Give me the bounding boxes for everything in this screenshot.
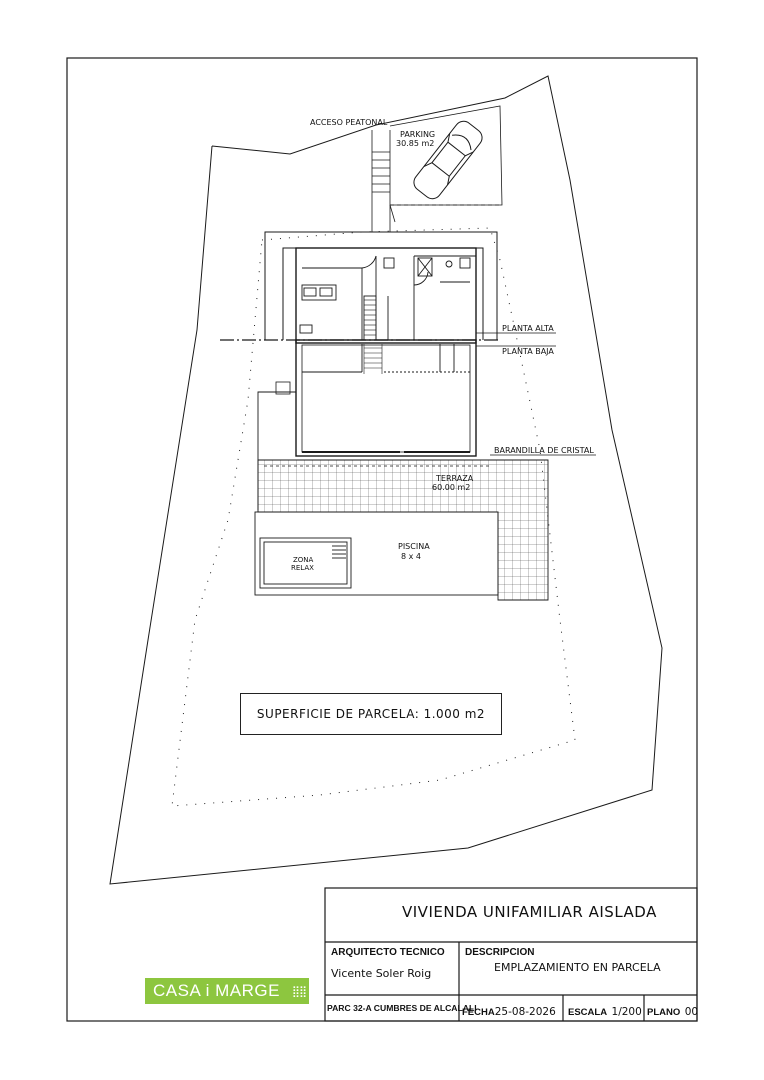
terrace: [257, 459, 549, 601]
plan-label: PLANO: [647, 1007, 681, 1018]
label-piscina-size: 8 x 4: [401, 552, 421, 561]
project-title: VIVIENDA UNIFAMILIAR AISLADA: [402, 903, 657, 921]
parcel-area-text: SUPERFICIE DE PARCELA: 1.000 m2: [256, 707, 486, 721]
parcel-reference: PARC 32-A CUMBRES DE ALCALALI: [327, 1003, 477, 1013]
parcel-area-box: SUPERFICIE DE PARCELA: 1.000 m2: [240, 693, 502, 735]
label-planta-alta: PLANTA ALTA: [502, 324, 554, 333]
scale-cell: ESCALA 1/200: [568, 1002, 642, 1020]
label-planta-baja: PLANTA BAJA: [502, 347, 554, 356]
pool: [254, 511, 499, 596]
sheet-border: [66, 57, 698, 1022]
side-pillar: [275, 381, 291, 395]
upper-floor-rooms: [299, 255, 477, 341]
logo-text: CASA i MARGE: [153, 981, 280, 1000]
scale-label: ESCALA: [568, 1007, 608, 1018]
house-outline: [264, 231, 498, 457]
parcel-boundary: [109, 75, 663, 885]
architect-label: ARQUITECTO TECNICO: [331, 947, 445, 958]
logo-dots: ⣿⣿: [291, 985, 307, 998]
date-label: FECHA: [462, 1007, 495, 1018]
parking-area: [389, 105, 503, 223]
label-zona: ZONA: [293, 556, 314, 564]
label-terraza: TERRAZA: [435, 474, 474, 483]
label-parking: PARKING: [400, 130, 435, 139]
label-piscina: PISCINA: [398, 542, 430, 551]
title-block-frame: [324, 887, 698, 1022]
date-cell: FECHA25-08-2026: [462, 1002, 556, 1020]
architect-name: Vicente Soler Roig: [331, 967, 432, 980]
plan-number-cell: PLANO 00: [647, 1002, 698, 1020]
label-acceso-peatonal: ACCESO PEATONAL: [310, 118, 388, 127]
casa-i-marge-logo: CASA i MARGE ⣿⣿: [145, 978, 309, 1004]
description-label: DESCRIPCION: [465, 947, 535, 958]
date-value: 25-08-2026: [494, 1006, 556, 1018]
description-value: EMPLAZAMIENTO EN PARCELA: [494, 961, 661, 974]
lower-floor-rooms: [302, 344, 470, 453]
scale-value: 1/200: [611, 1006, 642, 1018]
label-parking-area: 30.85 m2: [396, 139, 434, 148]
label-relax: RELAX: [291, 564, 314, 572]
label-barandilla: BARANDILLA DE CRISTAL: [494, 446, 594, 455]
car-icon: [413, 120, 483, 200]
label-terraza-area: 60.00 m2: [432, 483, 470, 492]
interior-stair: [363, 299, 383, 374]
leader-lines: [476, 332, 596, 456]
plan-number: 00: [684, 1006, 699, 1018]
access-stair: [371, 130, 391, 232]
